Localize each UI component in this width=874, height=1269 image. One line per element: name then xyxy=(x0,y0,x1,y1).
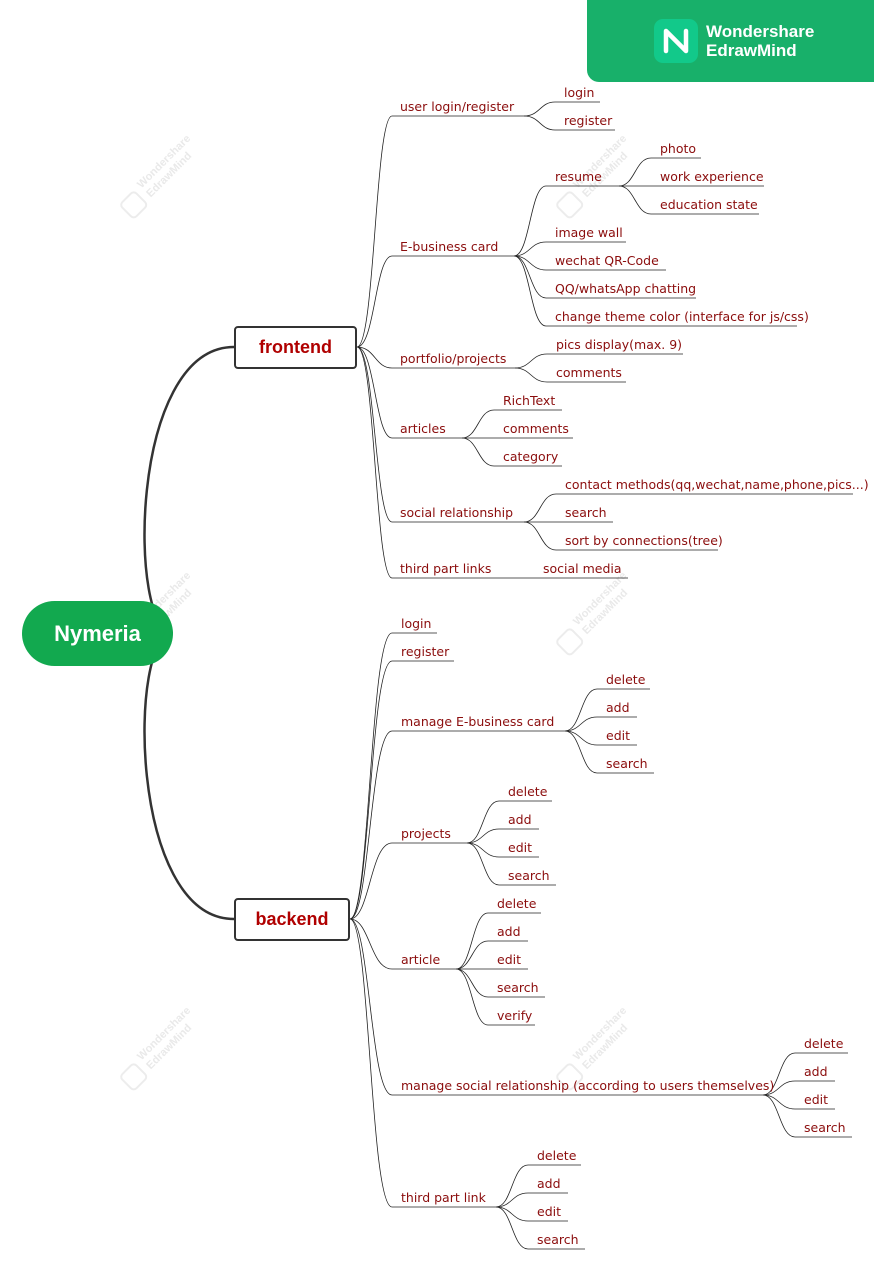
subtopic-delete[interactable]: delete xyxy=(537,1148,577,1163)
subtopic-edit[interactable]: edit xyxy=(537,1204,561,1219)
subtopic-delete[interactable]: delete xyxy=(606,672,646,687)
brand-name: Wondershare EdrawMind xyxy=(706,22,814,60)
topic-third-part-links[interactable]: third part links xyxy=(400,561,492,576)
subtopic-delete[interactable]: delete xyxy=(804,1036,844,1051)
subtopic-edit[interactable]: edit xyxy=(606,728,630,743)
subtopic-qq-chatting[interactable]: QQ/whatsApp chatting xyxy=(555,281,697,296)
subtopic-add[interactable]: add xyxy=(804,1064,828,1079)
subtopic-edit[interactable]: edit xyxy=(508,840,532,855)
subtopic-sort-connections[interactable]: sort by connections(tree) xyxy=(565,533,723,548)
subtopic-search[interactable]: search xyxy=(565,505,607,520)
subtopic-resume[interactable]: resume xyxy=(555,169,602,184)
topic-manage-social-relationship[interactable]: manage social relationship (according to… xyxy=(401,1078,775,1093)
topic-backend[interactable]: backend xyxy=(234,898,350,941)
subtopic-search[interactable]: search xyxy=(606,756,648,771)
subtopic-register[interactable]: register xyxy=(564,113,613,128)
topic-social-relationship[interactable]: social relationship xyxy=(400,505,514,520)
topic-third-part-link[interactable]: third part link xyxy=(401,1190,486,1205)
brand-name-line2: EdrawMind xyxy=(706,41,797,60)
subtopic-work-experience[interactable]: work experience xyxy=(660,169,764,184)
subtopic-delete[interactable]: delete xyxy=(508,784,548,799)
subtopic-add[interactable]: add xyxy=(508,812,532,827)
brand-banner: Wondershare EdrawMind xyxy=(587,0,874,82)
topic-frontend[interactable]: frontend xyxy=(234,326,357,369)
subtopic-comments[interactable]: comments xyxy=(503,421,569,436)
subtopic-category[interactable]: category xyxy=(503,449,559,464)
topic-login[interactable]: login xyxy=(401,616,432,631)
subtopic-add[interactable]: add xyxy=(606,700,630,715)
topic-ebusiness-card[interactable]: E-business card xyxy=(400,239,499,254)
subtopic-wechat-qr[interactable]: wechat QR-Code xyxy=(555,253,659,268)
root-topic[interactable]: Nymeria xyxy=(22,601,173,666)
topic-articles[interactable]: articles xyxy=(400,421,446,436)
subtopic-comments[interactable]: comments xyxy=(556,365,622,380)
subtopic-photo[interactable]: photo xyxy=(660,141,697,156)
subtopic-delete[interactable]: delete xyxy=(497,896,537,911)
subtopic-social-media[interactable]: social media xyxy=(543,561,622,576)
subtopic-add[interactable]: add xyxy=(497,924,521,939)
topic-projects[interactable]: projects xyxy=(401,826,451,841)
subtopic-search[interactable]: search xyxy=(537,1232,579,1247)
topic-register[interactable]: register xyxy=(401,644,450,659)
subtopic-search[interactable]: search xyxy=(497,980,539,995)
subtopic-theme-color[interactable]: change theme color (interface for js/css… xyxy=(555,309,809,324)
subtopic-edit[interactable]: edit xyxy=(497,952,521,967)
subtopic-image-wall[interactable]: image wall xyxy=(555,225,623,240)
subtopic-richtext[interactable]: RichText xyxy=(503,393,556,408)
subtopic-search[interactable]: search xyxy=(804,1120,846,1135)
subtopic-login[interactable]: login xyxy=(564,85,595,100)
topic-user-login-register[interactable]: user login/register xyxy=(400,99,515,114)
subtopic-add[interactable]: add xyxy=(537,1176,561,1191)
subtopic-verify[interactable]: verify xyxy=(497,1008,533,1023)
subtopic-search[interactable]: search xyxy=(508,868,550,883)
topic-manage-ebusiness-card[interactable]: manage E-business card xyxy=(401,714,555,729)
subtopic-contact-methods[interactable]: contact methods(qq,wechat,name,phone,pic… xyxy=(565,477,869,492)
topic-article[interactable]: article xyxy=(401,952,441,967)
brand-name-line1: Wondershare xyxy=(706,22,815,41)
subtopic-pics-display[interactable]: pics display(max. 9) xyxy=(556,337,683,352)
subtopic-education-state[interactable]: education state xyxy=(660,197,758,212)
topic-portfolio[interactable]: portfolio/projects xyxy=(400,351,507,366)
edrawmind-logo-icon xyxy=(654,19,698,63)
subtopic-edit[interactable]: edit xyxy=(804,1092,828,1107)
